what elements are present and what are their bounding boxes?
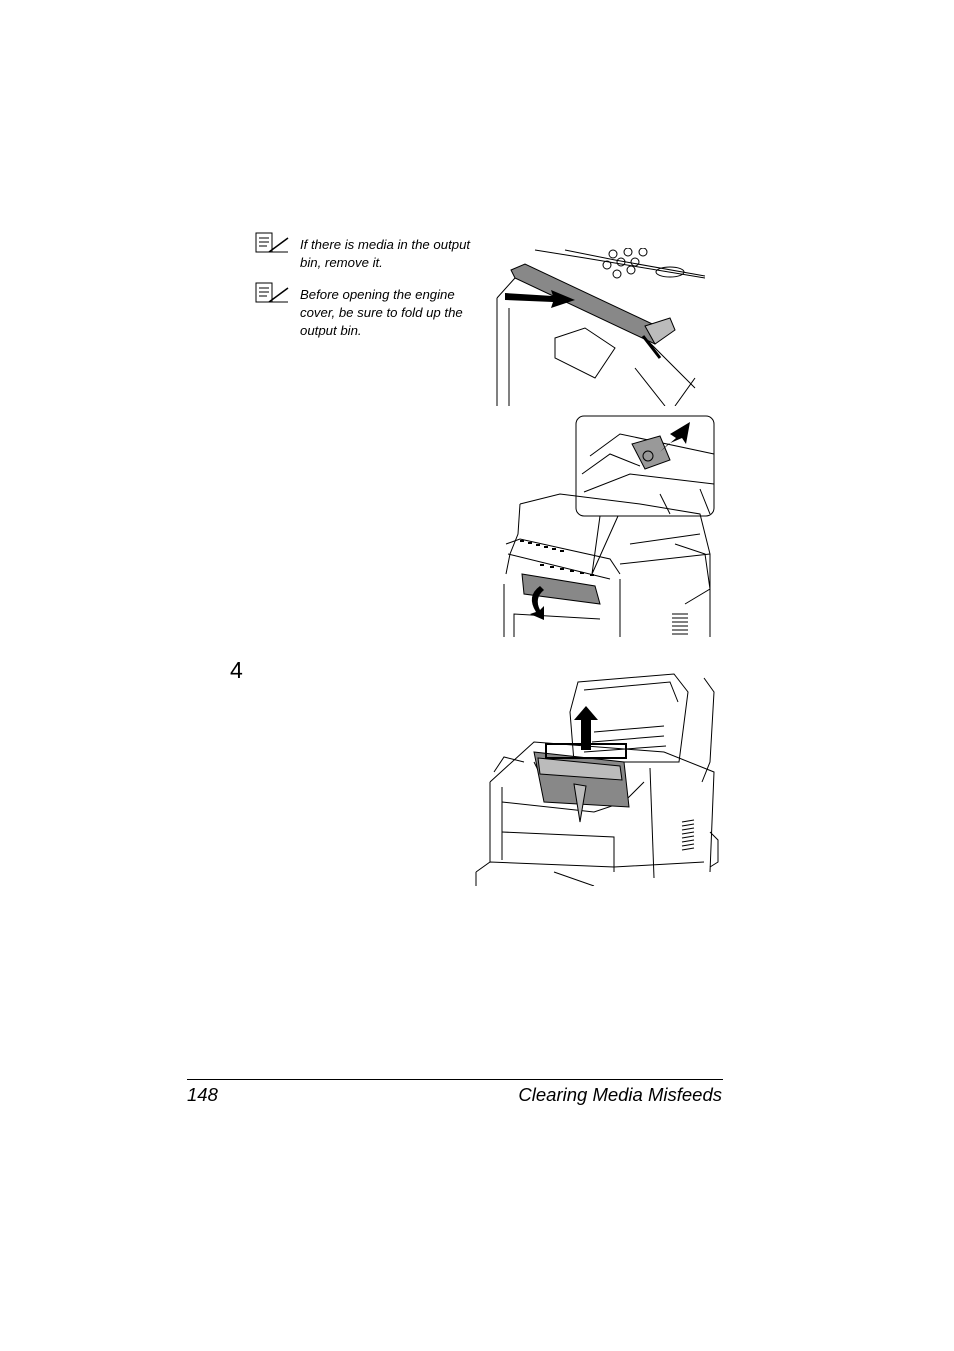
page-number: 148 (187, 1084, 218, 1105)
note-text: If there is media in the output bin, rem… (300, 237, 471, 270)
illustration-fold-output-bin (496, 248, 705, 406)
footer-rule (187, 1079, 723, 1080)
note-pencil-icon (255, 282, 289, 303)
section-title: Clearing Media Misfeeds (518, 1084, 722, 1105)
illustration-open-engine-cover (503, 415, 715, 637)
step-number: 4 (230, 657, 243, 683)
note-pencil-icon (255, 232, 289, 253)
illustration-remove-unit (475, 673, 719, 886)
note-text: Before opening the engine cover, be sure… (300, 287, 463, 338)
